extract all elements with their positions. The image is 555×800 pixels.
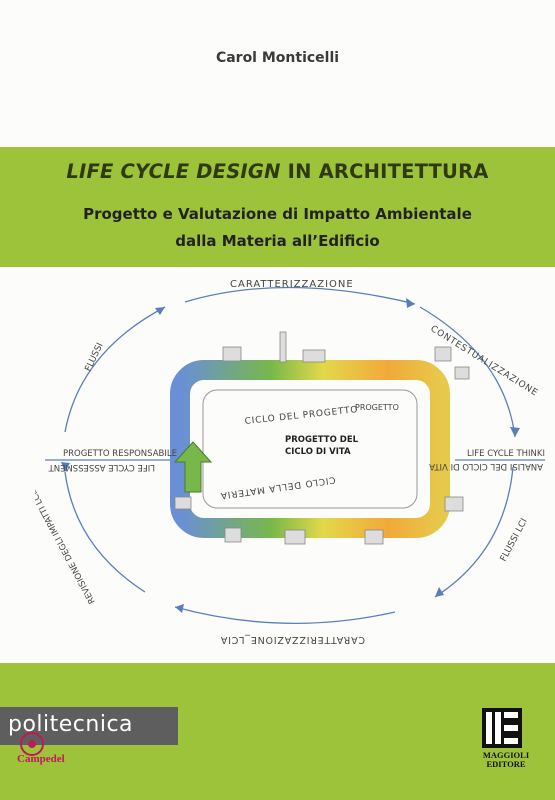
arrow-heads: [61, 298, 520, 613]
label-left-bottom: REVISIONE DEGLI IMPATTI LCIA: [35, 485, 98, 606]
subtitle-line-1: Progetto e Valutazione di Impatto Ambien…: [83, 205, 472, 223]
label-right-mid: LIFE CYCLE THINKING: [467, 449, 545, 459]
author-name: Carol Monticelli: [215, 50, 340, 66]
outer-cycle-arrows: [64, 286, 516, 625]
building-sketches: [174, 331, 470, 545]
stamp-text: Campedel: [17, 753, 65, 765]
label-right-mid-mirror: ANALISI DEL CICLO DI VITA: [429, 461, 543, 471]
publisher-line-2: EDITORE: [486, 759, 526, 769]
label-left-mid: PROGETTO RESPONSABILE: [63, 449, 177, 459]
label-top: CARATTERIZZAZIONE: [230, 279, 354, 290]
inner-label-3: CICLO DI VITA: [285, 447, 351, 457]
inner-label-5: PROGETTO: [355, 403, 399, 412]
publisher-logo-icon: [482, 708, 522, 748]
title-rest: IN ARCHITETTURA: [280, 160, 489, 183]
inner-panel: [202, 389, 418, 509]
label-left-top: FLUSSI: [84, 341, 106, 373]
title-band: [0, 147, 555, 267]
inner-label-2: PROGETTO DEL: [285, 435, 359, 445]
recycle-arrow-icon: [173, 441, 213, 493]
title-italic: LIFE CYCLE DESIGN: [66, 160, 281, 183]
library-stamp: [20, 732, 44, 756]
rainbow-ring: [170, 360, 450, 538]
label-left-mid-mirror: LIFE CYCLE ASSESSMENT: [48, 462, 155, 472]
publisher-line-1: MAGGIOLI: [482, 750, 530, 760]
publisher-name: MAGGIOLI EDITORE: [472, 751, 540, 769]
book-title: LIFE CYCLE DESIGN IN ARCHITETTURA: [0, 160, 555, 183]
series-label: politecnica: [0, 707, 178, 745]
label-bottom: CARATTERIZZAZIONE_LCIA: [220, 634, 365, 645]
label-right-bottom: FLUSSI LCI: [499, 517, 530, 563]
life-cycle-diagram: CARATTERIZZAZIONE CONTESTUALIZZAZIONE LI…: [35, 279, 545, 645]
subtitle-line-2: dalla Materia all’Edificio: [175, 232, 380, 250]
